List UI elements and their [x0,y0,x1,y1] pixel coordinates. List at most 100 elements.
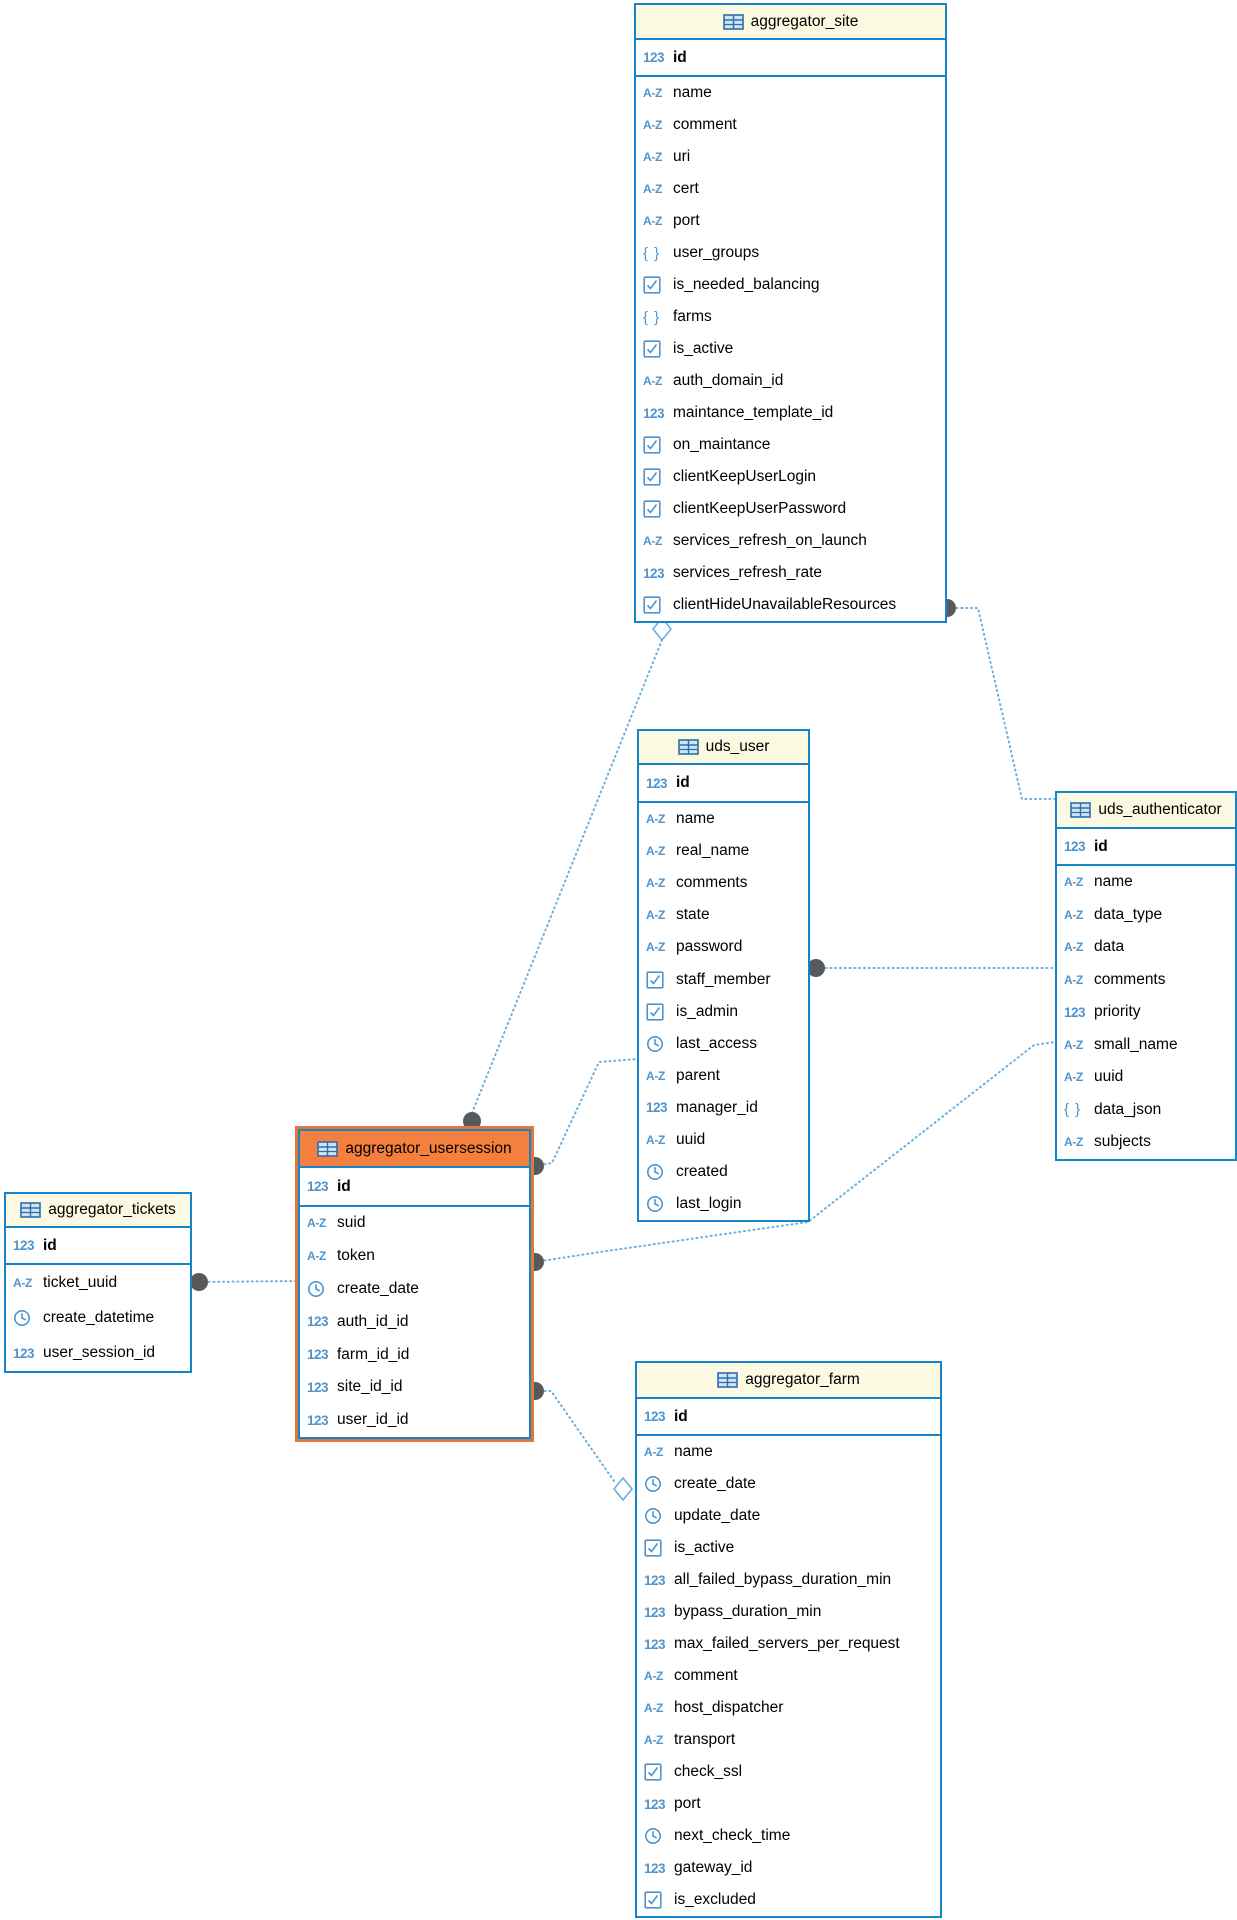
column-row-is_admin[interactable]: is_admin [639,996,808,1028]
relationship-line-aggregator_usersession-aggregator_farm[interactable] [534,1390,615,1482]
column-row-last_access[interactable]: last_access [639,1028,808,1060]
column-row-create_date[interactable]: create_date [300,1273,529,1306]
relationship-line-aggregator_tickets-aggregator_usersession[interactable] [198,1280,299,1283]
column-row-is_needed_balancing[interactable]: is_needed_balancing [636,269,945,301]
table-header[interactable]: aggregator_tickets [6,1194,190,1228]
column-name: user_groups [673,244,760,261]
table-header[interactable]: aggregator_usersession [300,1131,529,1168]
column-row-is_excluded[interactable]: is_excluded [637,1884,940,1916]
table-header[interactable]: aggregator_site [636,5,945,40]
column-row-data_json[interactable]: { }data_json [1057,1094,1235,1127]
column-row-farms[interactable]: { }farms [636,301,945,333]
column-row-staff_member[interactable]: staff_member [639,963,808,995]
table-header[interactable]: uds_user [639,731,808,765]
column-row-last_login[interactable]: last_login [639,1188,808,1220]
column-row-create_date[interactable]: create_date [637,1468,940,1500]
table-header[interactable]: uds_authenticator [1057,793,1235,829]
relationship-line-aggregator_usersession-uds_user[interactable] [534,1058,638,1167]
relationship-line-aggregator_usersession-uds_authenticator[interactable] [534,1041,1056,1263]
column-name: uri [673,148,691,165]
column-row-created[interactable]: created [639,1156,808,1188]
column-name: auth_domain_id [673,372,784,389]
column-row-update_date[interactable]: update_date [637,1500,940,1532]
column-name: create_date [674,1475,756,1492]
relationship-line-aggregator_site-uds_authenticator[interactable] [946,607,1056,800]
number-type-icon: 123 [307,1314,329,1330]
relationship-line-aggregator_site-aggregator_usersession[interactable] [471,639,663,1114]
column-row-is_active[interactable]: is_active [637,1532,940,1564]
column-row-on_maintance[interactable]: on_maintance [636,429,945,461]
column-name: farms [673,308,712,325]
column-row-clientKeepUserPassword[interactable]: clientKeepUserPassword [636,493,945,525]
column-row-clientKeepUserLogin[interactable]: clientKeepUserLogin [636,461,945,493]
text-type-icon: A-Z [646,908,666,923]
column-row-clientHideUnavailableResources[interactable]: clientHideUnavailableResources [636,589,945,621]
number-type-icon: 123 [646,1100,668,1116]
column-name: data [1094,938,1125,956]
column-row-user_groups[interactable]: { }user_groups [636,237,945,269]
column-name: clientHideUnavailableResources [673,596,897,613]
number-type-icon: 123 [644,1409,666,1424]
column-row-check_ssl[interactable]: check_ssl [637,1756,940,1788]
table-header[interactable]: aggregator_farm [637,1363,940,1399]
column-row-create_datetime[interactable]: create_datetime [6,1300,190,1335]
column-row-is_active[interactable]: is_active [636,333,945,365]
column-row-next_check_time[interactable]: next_check_time [637,1820,940,1852]
